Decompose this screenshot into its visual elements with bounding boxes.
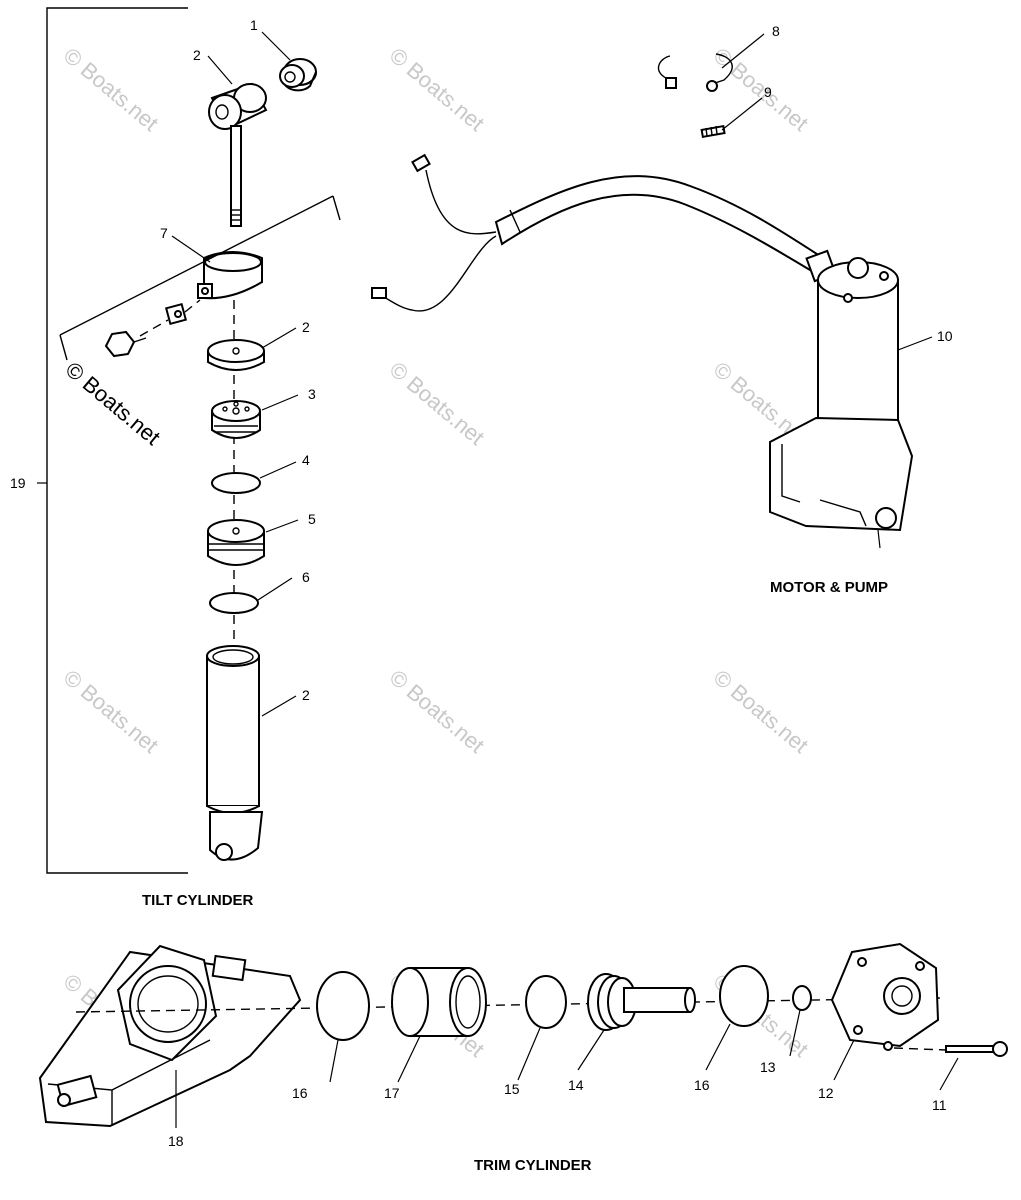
part-7-clamp (59, 195, 341, 361)
part-16-o-ring-2 (719, 965, 769, 1027)
part-15-o-ring (525, 975, 567, 1029)
callout-10: 10 (937, 328, 953, 344)
part-1-bushing (279, 58, 317, 92)
callout-11: 11 (932, 1097, 947, 1113)
part-11-bolt (893, 1041, 1008, 1057)
callout-17: 17 (384, 1085, 400, 1101)
callout-3: 3 (308, 386, 316, 402)
callout-2: 2 (193, 47, 201, 63)
part-4-o-ring (211, 472, 261, 494)
section-title-trim-cylinder: TRIM CYLINDER (474, 1157, 592, 1174)
watermark: © Boats.net (59, 665, 163, 758)
part-18-housing (38, 944, 302, 1128)
watermark: © Boats.net (385, 357, 489, 450)
callout-13: 13 (760, 1059, 776, 1075)
part-10-motor-pump (769, 249, 914, 549)
callout-19: 19 (10, 475, 26, 491)
part-5-piston (207, 519, 265, 566)
callout-2: 2 (302, 319, 310, 335)
callout-2: 2 (302, 687, 310, 703)
part-3-piston-head (211, 400, 261, 439)
watermark: © Boats.net (709, 665, 813, 758)
part-13-seal (792, 985, 812, 1011)
leader-lines (171, 31, 959, 1128)
part-12-end-cap (830, 942, 940, 1051)
watermark-dark: © Boats.net (61, 357, 165, 450)
callouts: 1 2 7 2 3 4 5 6 2 19 8 9 10 16 17 15 14 … (10, 17, 953, 1149)
section-title-motor-pump: MOTOR & PUMP (770, 579, 888, 596)
callout-15: 15 (504, 1081, 520, 1097)
part-6-o-ring (209, 592, 259, 614)
watermark: © Boats.net (59, 43, 163, 136)
callout-6: 6 (302, 569, 310, 585)
callout-16: 16 (292, 1085, 308, 1101)
part-9-spring (700, 124, 726, 139)
watermark: © Boats.net (385, 665, 489, 758)
callout-12: 12 (818, 1085, 834, 1101)
callout-18: 18 (168, 1133, 184, 1149)
part-16-o-ring (316, 971, 370, 1041)
part-14-piston-rod (587, 973, 696, 1031)
part-8-wires (657, 53, 733, 92)
section-title-tilt-cylinder: TILT CYLINDER (142, 892, 254, 909)
bracket-19 (37, 7, 188, 874)
callout-4: 4 (302, 452, 310, 468)
wiring-harness (371, 153, 822, 312)
part-2-rod-eye (208, 82, 268, 227)
callout-8: 8 (772, 23, 780, 39)
callout-7: 7 (160, 225, 168, 241)
callout-9: 9 (764, 84, 772, 100)
watermark: © Boats.net (385, 43, 489, 136)
part-17-sleeve (391, 967, 487, 1037)
callout-16: 16 (694, 1077, 710, 1093)
callout-5: 5 (308, 511, 316, 527)
part-2-cylinder-body (206, 645, 264, 861)
callout-1: 1 (250, 17, 258, 33)
callout-14: 14 (568, 1077, 584, 1093)
part-2-cap (207, 339, 265, 371)
